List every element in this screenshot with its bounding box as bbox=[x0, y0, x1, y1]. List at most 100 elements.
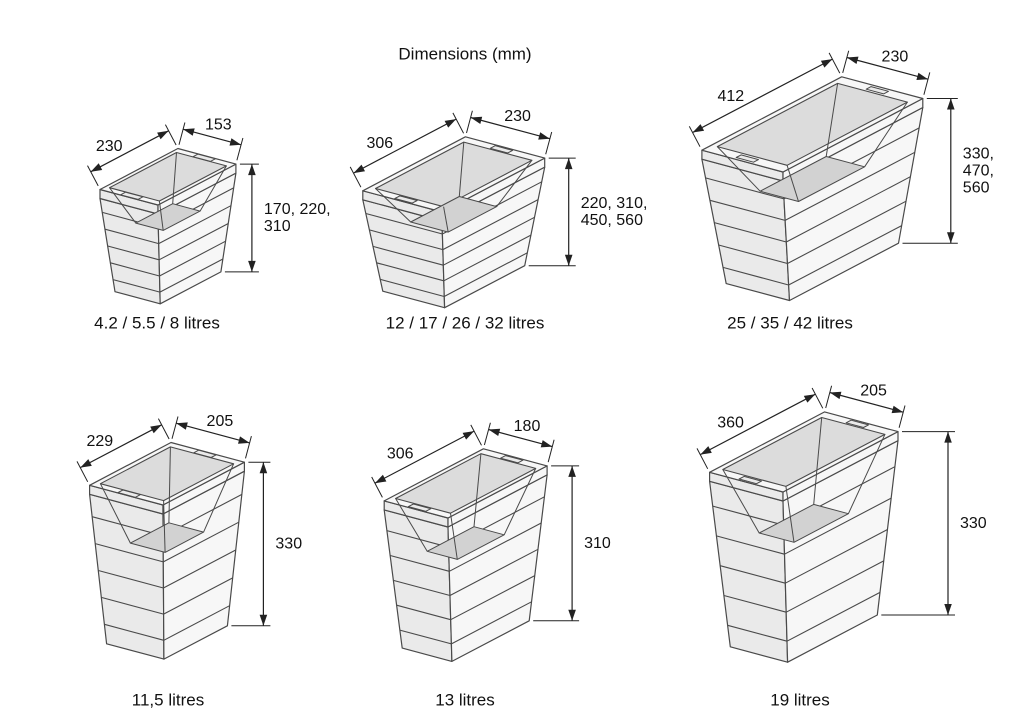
dimension-line bbox=[176, 422, 250, 444]
bin-interior-edge bbox=[473, 453, 482, 527]
height-dimension-label: 330 bbox=[960, 515, 987, 532]
bin-interior-edge bbox=[199, 165, 227, 212]
arrowhead-icon bbox=[183, 128, 195, 136]
extension-line bbox=[164, 124, 177, 146]
bin-rib-line bbox=[718, 200, 907, 265]
bin-handle-slot bbox=[845, 419, 869, 428]
arrowhead-icon bbox=[462, 431, 475, 440]
bin-interior-edge bbox=[716, 146, 761, 192]
left-dimension-label: 412 bbox=[717, 88, 744, 105]
bin-interior-edge bbox=[158, 200, 164, 231]
bin-interior-edge bbox=[458, 142, 465, 197]
right-dimension-label: 205 bbox=[207, 413, 234, 430]
bin-handle-slot bbox=[193, 449, 217, 458]
left-dimension-label: 230 bbox=[96, 138, 123, 155]
arrowhead-icon bbox=[374, 474, 387, 484]
bin-rib-line bbox=[396, 575, 536, 621]
bin-rib-line bbox=[720, 529, 888, 584]
bin-interior-edge bbox=[163, 500, 166, 553]
extension-line bbox=[245, 435, 252, 459]
arrowhead-icon bbox=[248, 164, 256, 176]
arrowhead-icon bbox=[150, 424, 162, 434]
height-dimension-label: 220, 310, bbox=[581, 195, 648, 212]
arrowhead-icon bbox=[564, 254, 573, 266]
arrowhead-icon bbox=[692, 124, 705, 133]
extension-line bbox=[178, 122, 186, 145]
arrowhead-icon bbox=[538, 132, 550, 140]
bin-interior-edge bbox=[503, 468, 537, 536]
arrowhead-icon bbox=[891, 405, 904, 414]
bin-rib-line bbox=[714, 176, 911, 243]
bin-caption: 12 / 17 / 26 / 32 litres bbox=[386, 314, 545, 333]
bin-rib-line bbox=[722, 225, 902, 286]
bin-rib-line bbox=[376, 234, 532, 282]
extension-line bbox=[466, 110, 473, 134]
arrowhead-icon bbox=[540, 440, 553, 448]
dimension-line bbox=[90, 130, 169, 173]
bin-caption: 11,5 litres bbox=[132, 691, 204, 710]
bin-caption: 19 litres bbox=[770, 691, 830, 710]
right-dimension-label: 153 bbox=[205, 117, 232, 134]
bin-interior-edge bbox=[847, 434, 886, 514]
extension-line bbox=[688, 126, 701, 147]
extension-line bbox=[349, 166, 362, 188]
bin-interior-edge bbox=[172, 152, 177, 204]
bin-interior-edge bbox=[785, 486, 795, 543]
dimension-line bbox=[374, 430, 475, 484]
bin-interior-edge bbox=[109, 187, 137, 224]
right-dimension-label: 180 bbox=[514, 418, 541, 435]
bin-rib-line bbox=[365, 181, 542, 235]
dimension-line bbox=[470, 116, 550, 140]
height-dimension-label: 450, 560 bbox=[581, 212, 643, 229]
dimension-line bbox=[353, 118, 457, 174]
right-dimension-label: 230 bbox=[504, 108, 531, 125]
arrowhead-icon bbox=[470, 116, 483, 124]
arrowhead-icon bbox=[259, 462, 268, 474]
arrowhead-icon bbox=[564, 158, 573, 170]
bin-rib-line bbox=[101, 577, 233, 615]
bin-interior-edge bbox=[722, 469, 760, 534]
arrowhead-icon bbox=[259, 614, 268, 626]
bin-rib-line bbox=[716, 497, 892, 555]
extension-line bbox=[76, 461, 89, 483]
extension-line bbox=[811, 387, 824, 409]
bin-interior-edge bbox=[825, 83, 839, 157]
arrowhead-icon bbox=[488, 428, 501, 436]
bin-rib-line bbox=[112, 258, 224, 293]
right-dimension-label: 230 bbox=[882, 48, 909, 65]
bin-interior-edge bbox=[450, 513, 458, 560]
arrowhead-icon bbox=[157, 130, 169, 140]
bin-rib-line bbox=[110, 240, 226, 277]
arrowhead-icon bbox=[944, 604, 952, 615]
dimension-line bbox=[692, 58, 833, 134]
extension-line bbox=[545, 131, 553, 155]
bin-rib-line bbox=[393, 548, 539, 597]
extension-line bbox=[547, 439, 555, 463]
arrowhead-icon bbox=[829, 391, 842, 400]
arrowhead-icon bbox=[238, 436, 250, 444]
diagram-title: Dimensions (mm) bbox=[398, 45, 531, 64]
bin-handle-slot bbox=[865, 86, 889, 95]
left-dimension-label: 306 bbox=[366, 135, 393, 152]
extension-line bbox=[236, 137, 244, 161]
bin-interior-edge bbox=[203, 463, 235, 533]
bin-handle-slot bbox=[738, 475, 762, 485]
bin-interior-edge bbox=[813, 417, 823, 505]
extension-line bbox=[87, 165, 99, 187]
arrowhead-icon bbox=[568, 609, 576, 621]
extension-line bbox=[842, 50, 850, 74]
extension-line bbox=[696, 448, 709, 470]
bin-interior-edge bbox=[864, 101, 908, 168]
bin-caption: 25 / 35 / 42 litres bbox=[727, 314, 853, 333]
height-dimension-label: 310 bbox=[264, 218, 291, 235]
bin-interior-edge bbox=[786, 165, 799, 202]
bin-rib-line bbox=[709, 151, 916, 221]
extension-line bbox=[898, 405, 906, 428]
bin-interior-edge bbox=[168, 446, 171, 523]
arrowhead-icon bbox=[353, 164, 365, 174]
extension-line bbox=[825, 385, 833, 409]
bin-rib-line bbox=[369, 199, 539, 251]
